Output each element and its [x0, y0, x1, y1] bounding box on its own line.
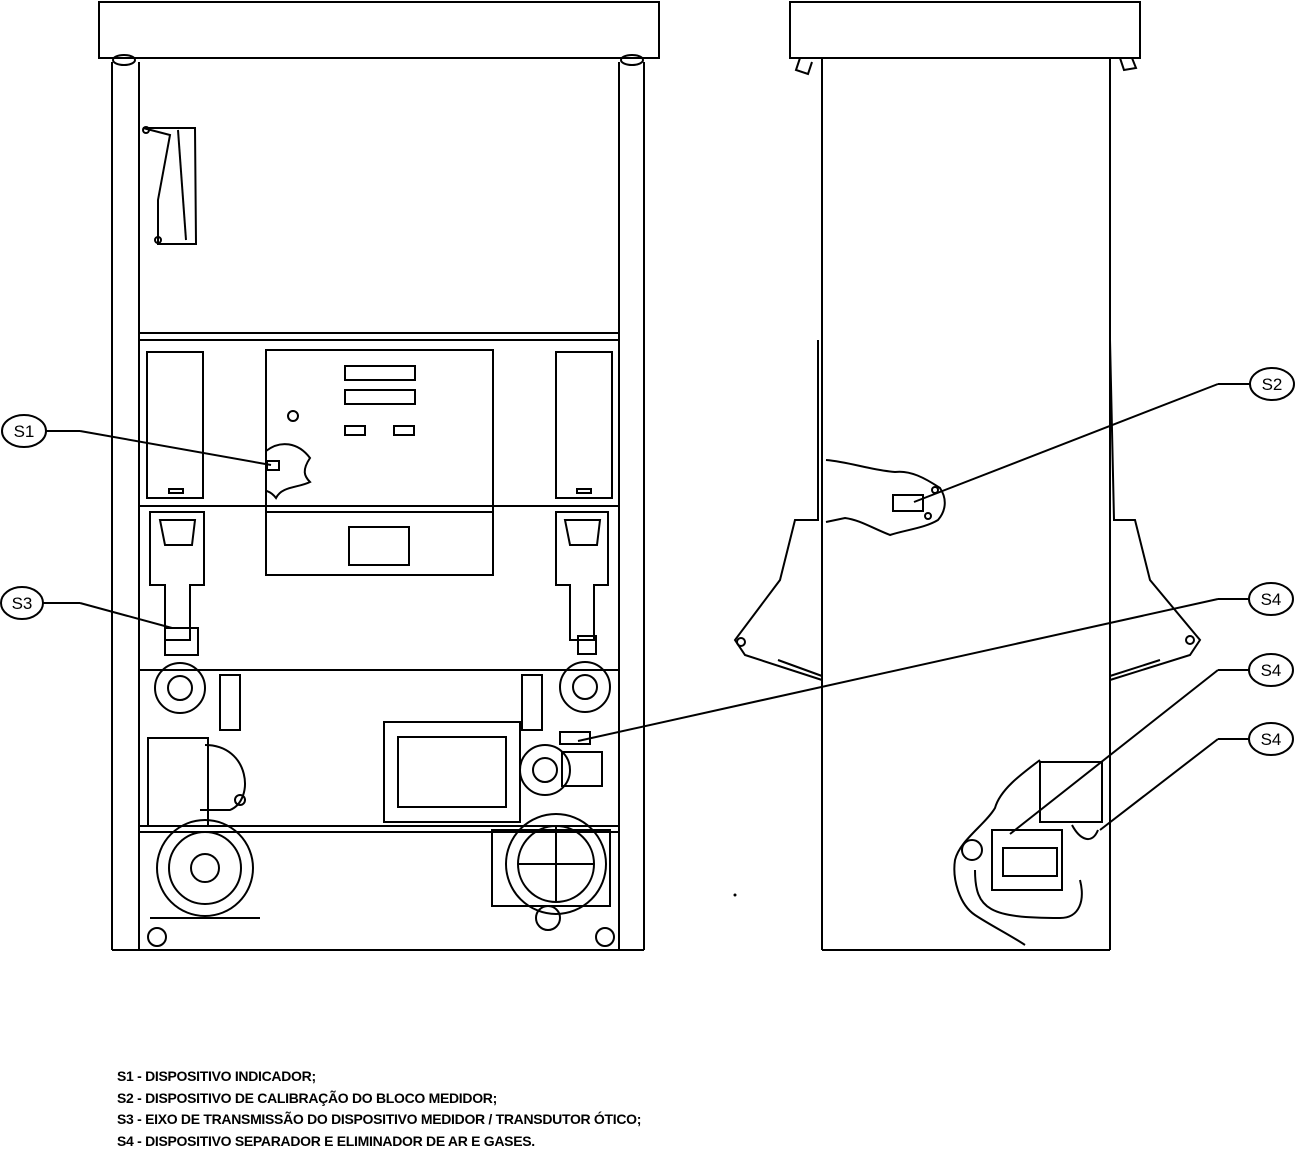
callout-s3-label: S3	[12, 594, 33, 613]
front-canopy	[98, 1, 660, 59]
front-view	[98, 1, 660, 951]
side-view	[733, 1, 1202, 951]
legend-item-s4: S4 - DISPOSITIVO SEPARADOR E ELIMINADOR …	[117, 1132, 535, 1149]
callouts	[0, 367, 1295, 835]
callout-s4-mid-label: S4	[1261, 661, 1282, 680]
callout-s4-top-label: S4	[1261, 590, 1282, 609]
callout-s1-label: S1	[14, 422, 35, 441]
callout-s2-label: S2	[1262, 375, 1283, 394]
legend-item-s1: S1 - DISPOSITIVO INDICADOR;	[117, 1068, 316, 1084]
legend-item-s2: S2 - DISPOSITIVO DE CALIBRAÇÃO DO BLOCO …	[117, 1089, 497, 1106]
calibration-device	[892, 494, 924, 512]
legend: S1 - DISPOSITIVO INDICADOR; S2 - DISPOSI…	[117, 1066, 641, 1152]
display-head	[265, 349, 494, 576]
legend-item-s3: S3 - EIXO DE TRANSMISSÃO DO DISPOSITIVO …	[117, 1111, 642, 1127]
side-canopy	[789, 1, 1141, 59]
callout-s4-bottom-label: S4	[1261, 730, 1282, 749]
callout-labels: S1 S2 S3 S4 S4 S4	[12, 375, 1283, 749]
